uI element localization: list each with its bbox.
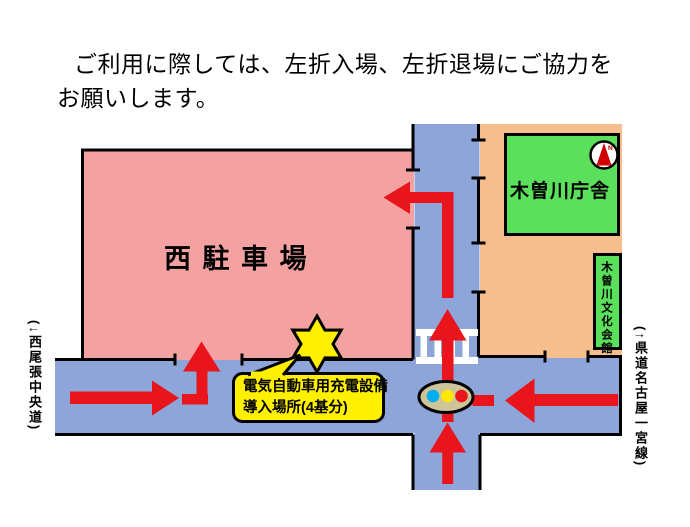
compass-north-label: N [608, 145, 613, 152]
callout-line-2: 導入場所(4基分) [243, 400, 348, 416]
callout-pointer-joint [251, 371, 281, 377]
north-compass-icon: N [589, 140, 619, 170]
office-building-label: 木曽川庁舎 [510, 181, 611, 202]
culture-hall-building [593, 253, 622, 350]
road-bottom-border [55, 433, 622, 490]
signal-light-red [455, 389, 468, 403]
signal-light-blue [426, 389, 440, 403]
parking-label: 西 駐 車 場 [164, 244, 309, 274]
route-arrow-left-turn-into-parking-south [182, 341, 221, 405]
parking-border [55, 124, 415, 361]
title-line-2: お願いします。 [57, 85, 220, 111]
route-arrow-enter-from-south [429, 422, 466, 484]
route-arrow-northbound-through-signal [383, 181, 467, 422]
callout-pointer [247, 353, 302, 377]
road-name-west: (↓西尾張中央道) [27, 320, 42, 432]
signal-light-yellow [441, 389, 454, 403]
road-right-border [477, 124, 622, 433]
entrance-tick-marks [173, 138, 590, 366]
traffic-signal-icon [417, 380, 475, 414]
callout-text: 電気自動車用充電設備 導入場所(4基分) [243, 377, 388, 419]
route-arrow-enter-from-west [70, 380, 179, 416]
page-title: ご利用に際しては、左折入場、左折退場にご協力を お願いします。 [57, 47, 613, 115]
culture-hall-label: 木曽川文化会館 [600, 261, 612, 356]
map-borders [55, 124, 622, 490]
callout-balloon [232, 353, 385, 423]
route-arrow-enter-from-east [472, 378, 618, 423]
route-arrows [70, 181, 618, 484]
parking-area [82, 149, 414, 360]
callout-line-1: 電気自動車用充電設備 [243, 379, 388, 395]
road-name-east: (↑県道名古屋一宮線) [633, 326, 648, 468]
title-line-1: ご利用に際しては、左折入場、左折退場にご協力を [74, 51, 613, 77]
